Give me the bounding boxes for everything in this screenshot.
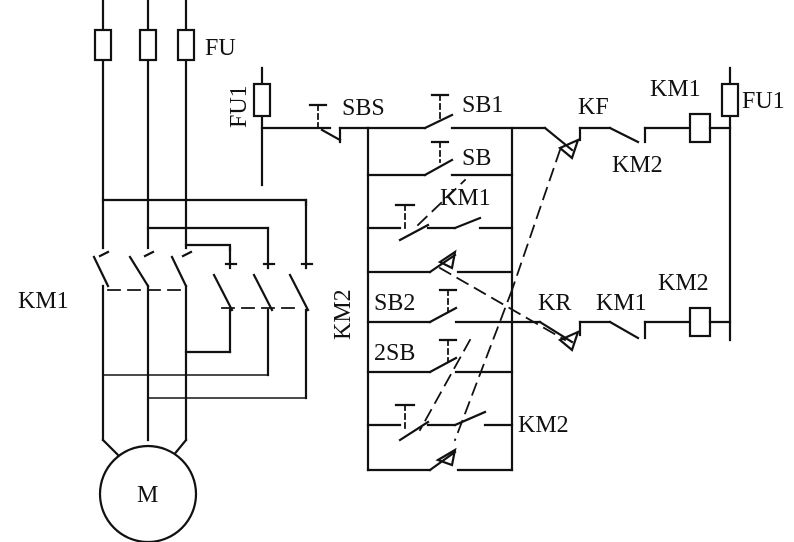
power-circuit xyxy=(92,0,314,542)
label-fu: FU xyxy=(205,35,236,61)
fuse-fu-2 xyxy=(138,28,158,62)
kr-contact xyxy=(538,320,612,352)
label-km1-coil: KM1 xyxy=(650,76,701,102)
bottom-break-contact xyxy=(366,447,514,472)
sb-button xyxy=(366,140,514,177)
kf-contact xyxy=(543,126,612,160)
km2-main-contacts xyxy=(212,198,314,400)
label-km1-aux: KM1 xyxy=(440,185,491,211)
sb2-2-button xyxy=(366,338,514,374)
label-sbs: SBS xyxy=(342,95,385,121)
km1-interlock-contact xyxy=(608,320,692,340)
km2-aux-contact xyxy=(366,403,514,442)
label-fu1-right: FU1 xyxy=(742,88,785,114)
label-km1-interlock: KM1 xyxy=(596,290,647,316)
fuse-fu-3 xyxy=(176,28,196,62)
label-km2-aux: KM2 xyxy=(518,412,569,438)
fuse-fu1-left xyxy=(252,82,272,118)
linkage-dash-2 xyxy=(453,288,514,442)
sbs-stop-button xyxy=(308,103,370,144)
motor xyxy=(98,444,198,542)
linkage-dash-4 xyxy=(418,338,472,432)
sb2-button xyxy=(366,288,542,324)
km1-aux-contact xyxy=(366,178,514,242)
label-km2-interlock: KM2 xyxy=(612,152,663,178)
linkage-dash-3 xyxy=(438,266,567,342)
linkage-dash-1 xyxy=(510,148,562,292)
fuse-fu1-right xyxy=(720,82,740,118)
label-fu1-left: FU1 xyxy=(226,85,252,128)
label-sb: SB xyxy=(462,145,491,171)
km2-interlock-contact xyxy=(608,126,692,144)
label-motor: M xyxy=(137,482,158,508)
interlock-break-contact xyxy=(366,249,514,274)
km2-coil xyxy=(688,306,712,338)
reversing-wiring xyxy=(101,198,308,399)
label-kf: KF xyxy=(578,94,609,120)
km1-coil xyxy=(688,112,712,144)
label-km1-main: KM1 xyxy=(18,288,69,314)
control-circuit xyxy=(252,66,740,472)
labels: FU FU1 FU1 SBS SB1 SB KM1 KM1 KM2 SB2 2S… xyxy=(18,35,785,508)
sb1-button xyxy=(366,93,547,130)
km1-main-contacts xyxy=(92,250,193,442)
label-sb2: SB2 xyxy=(374,290,415,316)
label-sb1: SB1 xyxy=(462,92,503,118)
label-km2-main: KM2 xyxy=(330,289,356,340)
label-km2-coil: KM2 xyxy=(658,270,709,296)
label-sb2-2: 2SB xyxy=(374,340,415,366)
label-kr: KR xyxy=(538,290,571,316)
fuse-fu-1 xyxy=(93,28,113,62)
